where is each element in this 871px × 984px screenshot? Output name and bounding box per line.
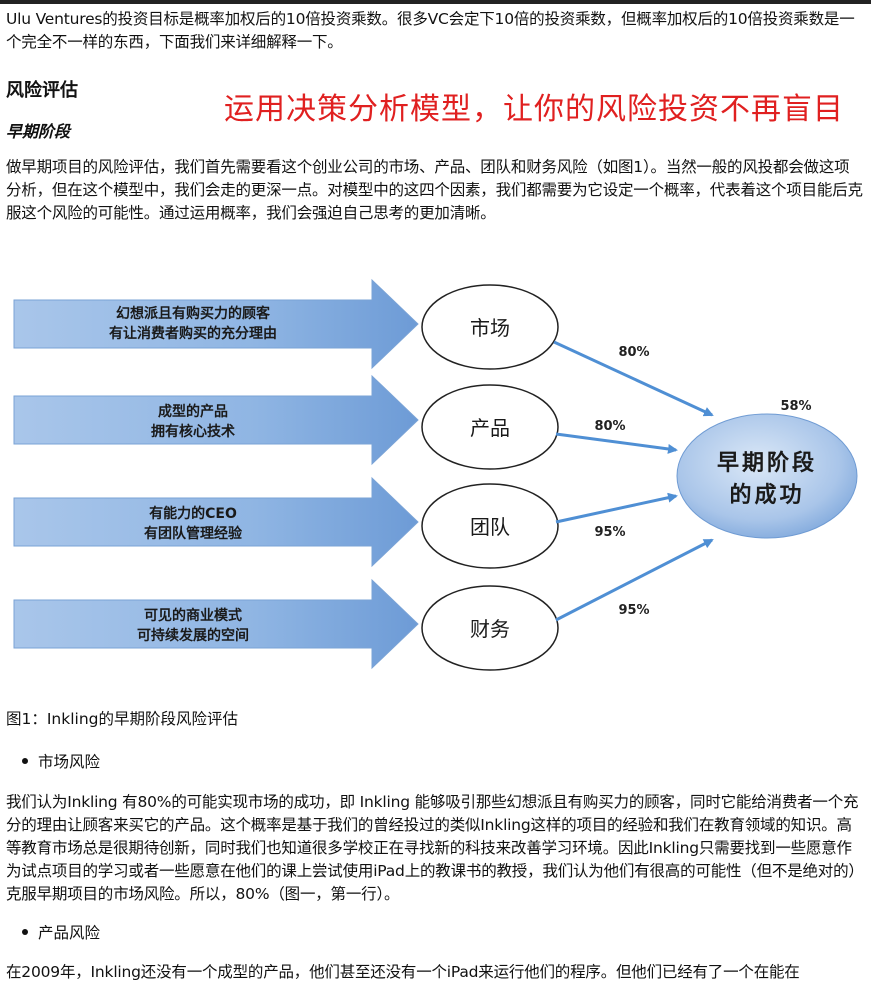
result-line-1: 早期阶段 [717,450,817,476]
section-title: 风险评估 [6,80,78,101]
result-early-stage-success: 早期阶段 的成功 [676,413,858,539]
connector-team [555,492,678,524]
factor-market-label: 市场 [470,316,510,340]
arrow-3-line-2: 有团队管理经验 [144,525,243,542]
connector-product [555,432,678,454]
arrow-4-line-2: 可持续发展的空间 [137,627,249,644]
prob-finance: 95% [618,603,649,618]
connector-finance [555,538,714,622]
arrow-product-criteria: 成型的产品 拥有核心技术 [13,374,419,466]
intro-paragraph: Ulu Ventures的投资目标是概率加权后的10倍投资乘数。很多VC会定下1… [6,10,855,51]
product-risk-paragraph: 在2009年，Inkling还没有一个成型的产品，他们甚至还没有一个iPad来运… [6,963,800,981]
top-border [0,0,871,4]
arrow-1-line-2: 有让消费者购买的充分理由 [109,325,277,342]
risk-assessment-diagram: 幻想派且有购买力的顾客 有让消费者购买的充分理由 成型的产品 拥有核心技术 有能… [13,278,858,671]
bullet-product-risk-label: 产品风险 [38,924,101,942]
bullet-market-risk-label: 市场风险 [38,753,101,771]
factor-finance-label: 财务 [470,617,510,641]
overlay-headline: 运用决策分析模型，让你的风险投资不再盲目 [224,92,844,127]
bullet-product-risk: 产品风险 [22,922,100,945]
prob-market: 80% [618,345,649,360]
bullet-dot [22,928,28,935]
arrow-3-line-1: 有能力的CEO [149,505,237,522]
factor-team: 团队 [421,483,559,569]
factor-market: 市场 [421,284,559,370]
arrow-1-line-1: 幻想派且有购买力的顾客 [116,305,271,322]
figure-caption: 图1：Inkling的早期阶段风险评估 [6,710,239,728]
connector-market [553,340,714,417]
market-risk-paragraph: 我们认为Inkling 有80%的可能实现市场的成功，即 Inkling 能够吸… [6,793,864,903]
bullet-dot [22,757,28,764]
arrow-finance-criteria: 可见的商业模式 可持续发展的空间 [13,578,419,670]
factor-team-label: 团队 [470,515,510,539]
subsection-title: 早期阶段 [6,122,71,141]
factor-finance: 财务 [421,585,559,671]
risk-intro-paragraph: 做早期项目的风险评估，我们首先需要看这个创业公司的市场、产品、团队和财务风险（如… [6,158,863,222]
arrow-market-criteria: 幻想派且有购买力的顾客 有让消费者购买的充分理由 [13,278,419,370]
arrow-2-line-2: 拥有核心技术 [151,423,235,440]
prob-result: 58% [780,399,811,414]
factor-product: 产品 [421,384,559,470]
arrow-team-criteria: 有能力的CEO 有团队管理经验 [13,476,419,568]
factor-product-label: 产品 [470,416,510,440]
prob-team: 95% [594,525,625,540]
bullet-market-risk: 市场风险 [22,751,100,774]
arrow-2-line-1: 成型的产品 [158,403,228,420]
arrow-4-line-1: 可见的商业模式 [144,607,242,624]
prob-product: 80% [594,419,625,434]
result-line-2: 的成功 [729,482,804,508]
